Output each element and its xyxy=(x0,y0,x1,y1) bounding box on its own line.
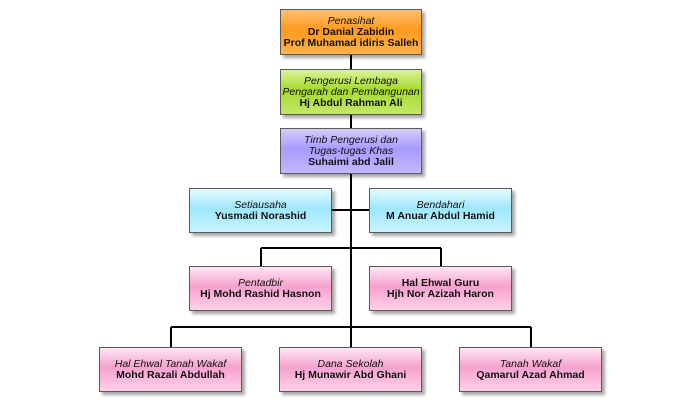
node-penasihat: Penasihat Dr Danial Zabidin Prof Muhamad… xyxy=(280,9,422,55)
node-bendahari: Bendahari M Anuar Abdul Hamid xyxy=(369,188,512,233)
node-name: Yusmadi Norashid xyxy=(214,209,307,222)
node-name: Mohd Razali Abdullah xyxy=(116,368,225,381)
node-timb-pengerusi: Timb Pengerusi dan Tugas-tugas Khas Suha… xyxy=(280,128,422,174)
node-role: Penasihat xyxy=(327,14,375,27)
node-role: Setiausaha xyxy=(234,198,287,211)
node-name: Hj Munawir Abd Ghani xyxy=(294,368,407,381)
node-name: Hj Mohd Rashid Hasnon xyxy=(200,287,321,300)
node-role: Hal Ehwal Tanah Wakaf xyxy=(114,357,227,370)
node-pentadbir: Pentadbir Hj Mohd Rashid Hasnon xyxy=(189,266,332,311)
node-name: M Anuar Abdul Hamid xyxy=(386,209,495,222)
node-role: Tanah Wakaf xyxy=(499,357,562,370)
node-hal-ehwal-guru: Hal Ehwal Guru Hjh Nor Azizah Haron xyxy=(369,266,512,311)
node-dana-sekolah: Dana Sekolah Hj Munawir Abd Ghani xyxy=(279,347,422,392)
node-role: Tugas-tugas Khas xyxy=(308,144,394,157)
node-setiausaha: Setiausaha Yusmadi Norashid xyxy=(189,188,332,233)
node-name: Qamarul Azad Ahmad xyxy=(476,368,585,381)
node-name: Suhaimi abd Jalil xyxy=(308,155,394,168)
node-hal-ehwal-tanah-wakaf: Hal Ehwal Tanah Wakaf Mohd Razali Abdull… xyxy=(99,347,242,392)
node-pengerusi: Pengerusi Lembaga Pengarah dan Pembangun… xyxy=(280,69,422,115)
node-name: Hj Abdul Rahman Ali xyxy=(299,96,403,109)
node-name: Prof Muhamad idiris Salleh xyxy=(283,36,419,49)
node-role: Timb Pengerusi dan xyxy=(304,133,398,146)
node-role: Pengerusi Lembaga xyxy=(304,74,398,87)
node-role: Bendahari xyxy=(416,198,465,211)
node-role: Pengarah dan Pembangunan xyxy=(282,85,420,98)
node-role: Pentadbir xyxy=(238,276,283,289)
node-role: Hal Ehwal Guru xyxy=(401,276,480,289)
node-tanah-wakaf: Tanah Wakaf Qamarul Azad Ahmad xyxy=(459,347,602,392)
node-name: Hjh Nor Azizah Haron xyxy=(387,287,494,300)
node-name: Dr Danial Zabidin xyxy=(307,25,395,38)
node-role: Dana Sekolah xyxy=(317,357,384,370)
